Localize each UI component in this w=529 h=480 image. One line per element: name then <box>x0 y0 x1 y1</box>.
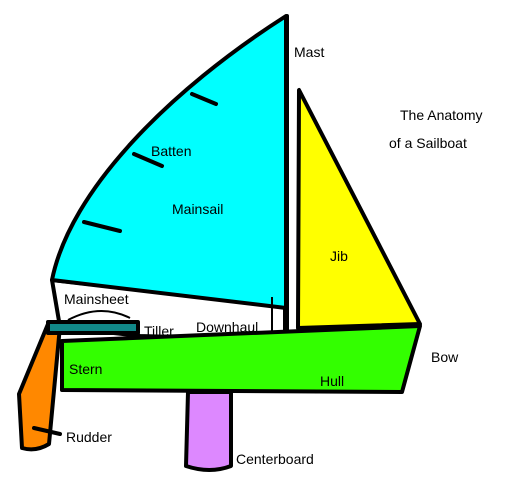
mainsheet-line <box>67 309 131 321</box>
mainsail <box>50 14 288 310</box>
centerboard-label: Centerboard <box>236 451 314 467</box>
mast-label: Mast <box>294 44 324 60</box>
mainsheet-label: Mainsheet <box>64 291 129 307</box>
hull-label: Hull <box>320 373 344 389</box>
rudder-pin <box>32 426 62 436</box>
jib <box>296 88 422 330</box>
batten-lower <box>82 220 122 233</box>
rudder <box>17 322 62 452</box>
batten-middle <box>132 152 164 168</box>
centerboard <box>184 390 233 472</box>
stern-label: Stern <box>69 361 102 377</box>
jib-label: Jib <box>330 248 348 264</box>
title-line-2: of a Sailboat <box>389 135 467 151</box>
hull <box>60 324 422 394</box>
mainsail-label: Mainsail <box>172 201 223 217</box>
batten-upper <box>190 92 218 106</box>
bow-label: Bow <box>431 349 459 365</box>
batten-label: Batten <box>151 143 191 159</box>
title-line-1: The Anatomy <box>400 107 483 123</box>
tiller-label: Tiller <box>144 323 174 339</box>
rudder-label: Rudder <box>66 429 112 445</box>
downhaul-label: Downhaul <box>196 319 258 335</box>
tiller <box>46 320 140 335</box>
